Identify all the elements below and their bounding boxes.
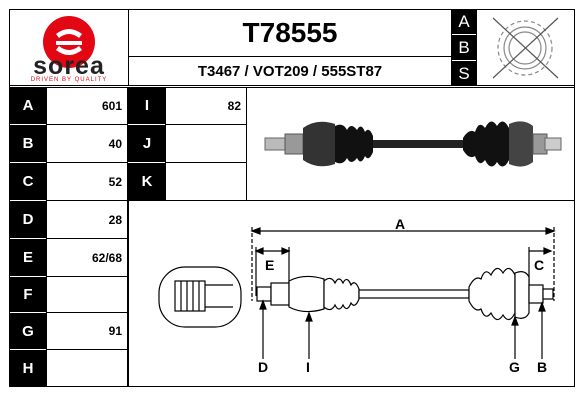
abs-ring-cell — [476, 9, 575, 86]
spec-label-k: K — [128, 163, 166, 200]
drive-shaft-photo-icon — [264, 121, 562, 167]
brand-tagline: DRIVEN BY QUALITY — [30, 77, 108, 83]
abs-ring-crossed-icon — [492, 17, 559, 79]
abs-letter-a: A — [452, 9, 476, 34]
part-number: T78555 — [128, 9, 452, 57]
dimension-label-i: I — [306, 359, 310, 375]
abs-letter-s: S — [452, 61, 476, 86]
spec-label-a: A — [9, 87, 47, 124]
dimension-label-a: A — [395, 216, 406, 232]
dimension-label-b: B — [537, 359, 548, 375]
sorea-logo-icon — [43, 16, 95, 68]
spec-value-i: 82 — [165, 87, 247, 125]
spec-label-f: F — [9, 277, 47, 312]
product-photo-cell — [246, 87, 575, 201]
spec-value-e: 62/68 — [46, 238, 128, 277]
spec-value-b: 40 — [46, 124, 128, 163]
spec-label-c: C — [9, 163, 47, 200]
dimension-label-g: G — [509, 359, 520, 375]
drive-shaft-dimension-diagram — [158, 227, 556, 359]
spec-value-k — [165, 162, 247, 201]
spec-label-d: D — [9, 201, 47, 238]
spec-label-g: G — [9, 313, 47, 349]
spec-label-h: H — [9, 350, 47, 387]
dimension-label-d: D — [258, 359, 269, 375]
technical-diagram-cell: A E C D I G B — [128, 200, 575, 387]
spec-value-c: 52 — [46, 162, 128, 201]
spec-value-h — [46, 349, 128, 387]
spec-value-j — [165, 124, 247, 163]
dimension-label-c: C — [534, 257, 545, 273]
spec-label-b: B — [9, 125, 47, 162]
cross-references: T3467 / VOT209 / 555ST87 — [128, 56, 452, 86]
spec-value-d: 28 — [46, 200, 128, 239]
dimension-label-e: E — [265, 257, 275, 273]
spec-label-e: E — [9, 239, 47, 276]
spec-value-f — [46, 276, 128, 313]
logo-cell: sorea DRIVEN BY QUALITY — [9, 9, 129, 86]
abs-letter-b: B — [452, 35, 476, 60]
brand-name: sorea — [33, 52, 105, 80]
spec-value-a: 601 — [46, 87, 128, 125]
spec-label-i: I — [128, 87, 166, 124]
spec-value-g: 91 — [46, 312, 128, 350]
spec-label-j: J — [128, 125, 166, 162]
